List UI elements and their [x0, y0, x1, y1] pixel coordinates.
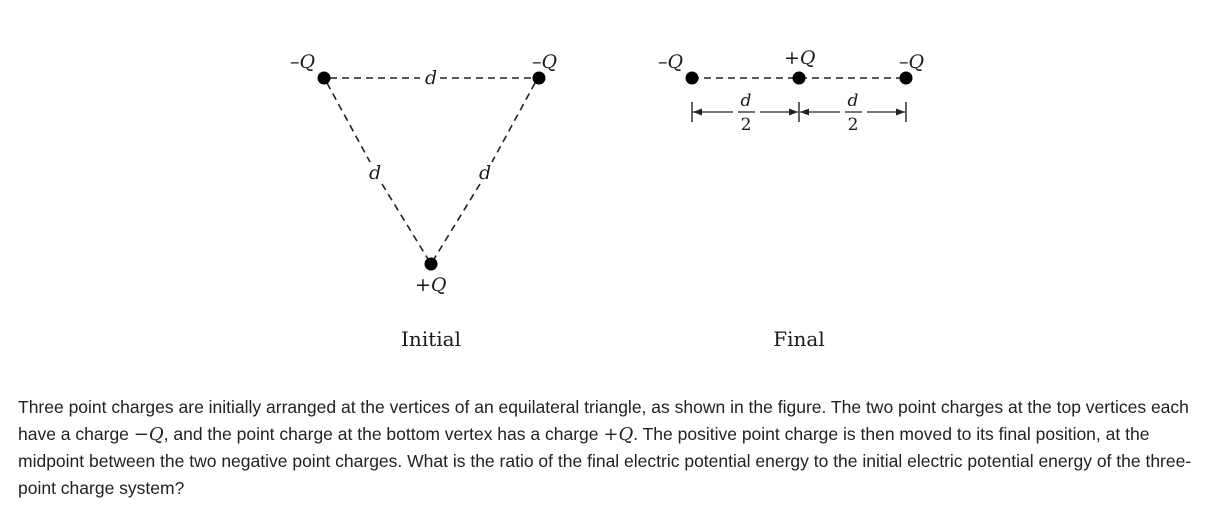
left-half-arrowhead-right — [789, 108, 798, 116]
left-half-arrowhead-left — [693, 108, 702, 116]
negative-charge-symbol: −Q — [133, 424, 164, 445]
initial-left-side-label: d — [369, 162, 381, 184]
final-caption: Final — [773, 327, 824, 351]
initial-charge-top-right — [532, 71, 546, 85]
right-half-arrowhead-left — [800, 108, 809, 116]
charge-diagram: –Q –Q +Q d d d Initial –Q +Q –Q d 2 — [290, 47, 924, 351]
initial-bottom-label: +Q — [415, 274, 447, 296]
initial-top-right-label: –Q — [532, 51, 557, 73]
final-middle-label: +Q — [784, 47, 816, 69]
final-right-label: –Q — [899, 51, 924, 73]
question-text: Three point charges are initially arrang… — [18, 394, 1203, 502]
left-half-denominator: 2 — [741, 115, 752, 135]
final-charge-left — [685, 71, 699, 85]
initial-right-side-lower — [433, 183, 481, 260]
initial-charge-top-left — [317, 71, 331, 85]
initial-charge-bottom — [424, 257, 438, 271]
initial-left-side — [326, 82, 371, 163]
final-charge-middle — [792, 71, 806, 85]
final-left-label: –Q — [658, 51, 683, 73]
final-configuration: –Q +Q –Q d 2 d 2 Final — [658, 47, 924, 351]
initial-right-side-label: d — [479, 162, 491, 184]
right-half-numerator: d — [848, 91, 859, 111]
question-part-3: . The positive point charge is then move… — [18, 424, 1192, 498]
question-part-1: Three point charges are initially arrang… — [18, 397, 1189, 444]
initial-configuration: –Q –Q +Q d d d Initial — [290, 51, 557, 351]
initial-top-side-label: d — [425, 67, 437, 89]
question-part-2: , and the point charge at the bottom ver… — [163, 424, 604, 444]
initial-top-left-label: –Q — [290, 51, 315, 73]
initial-left-side-lower — [381, 183, 429, 260]
left-half-numerator: d — [741, 91, 752, 111]
right-half-arrowhead-right — [896, 108, 905, 116]
initial-caption: Initial — [401, 327, 461, 351]
right-half-denominator: 2 — [848, 115, 859, 135]
initial-right-side — [491, 82, 536, 163]
final-charge-right — [899, 71, 913, 85]
positive-charge-symbol: +Q — [603, 424, 634, 445]
